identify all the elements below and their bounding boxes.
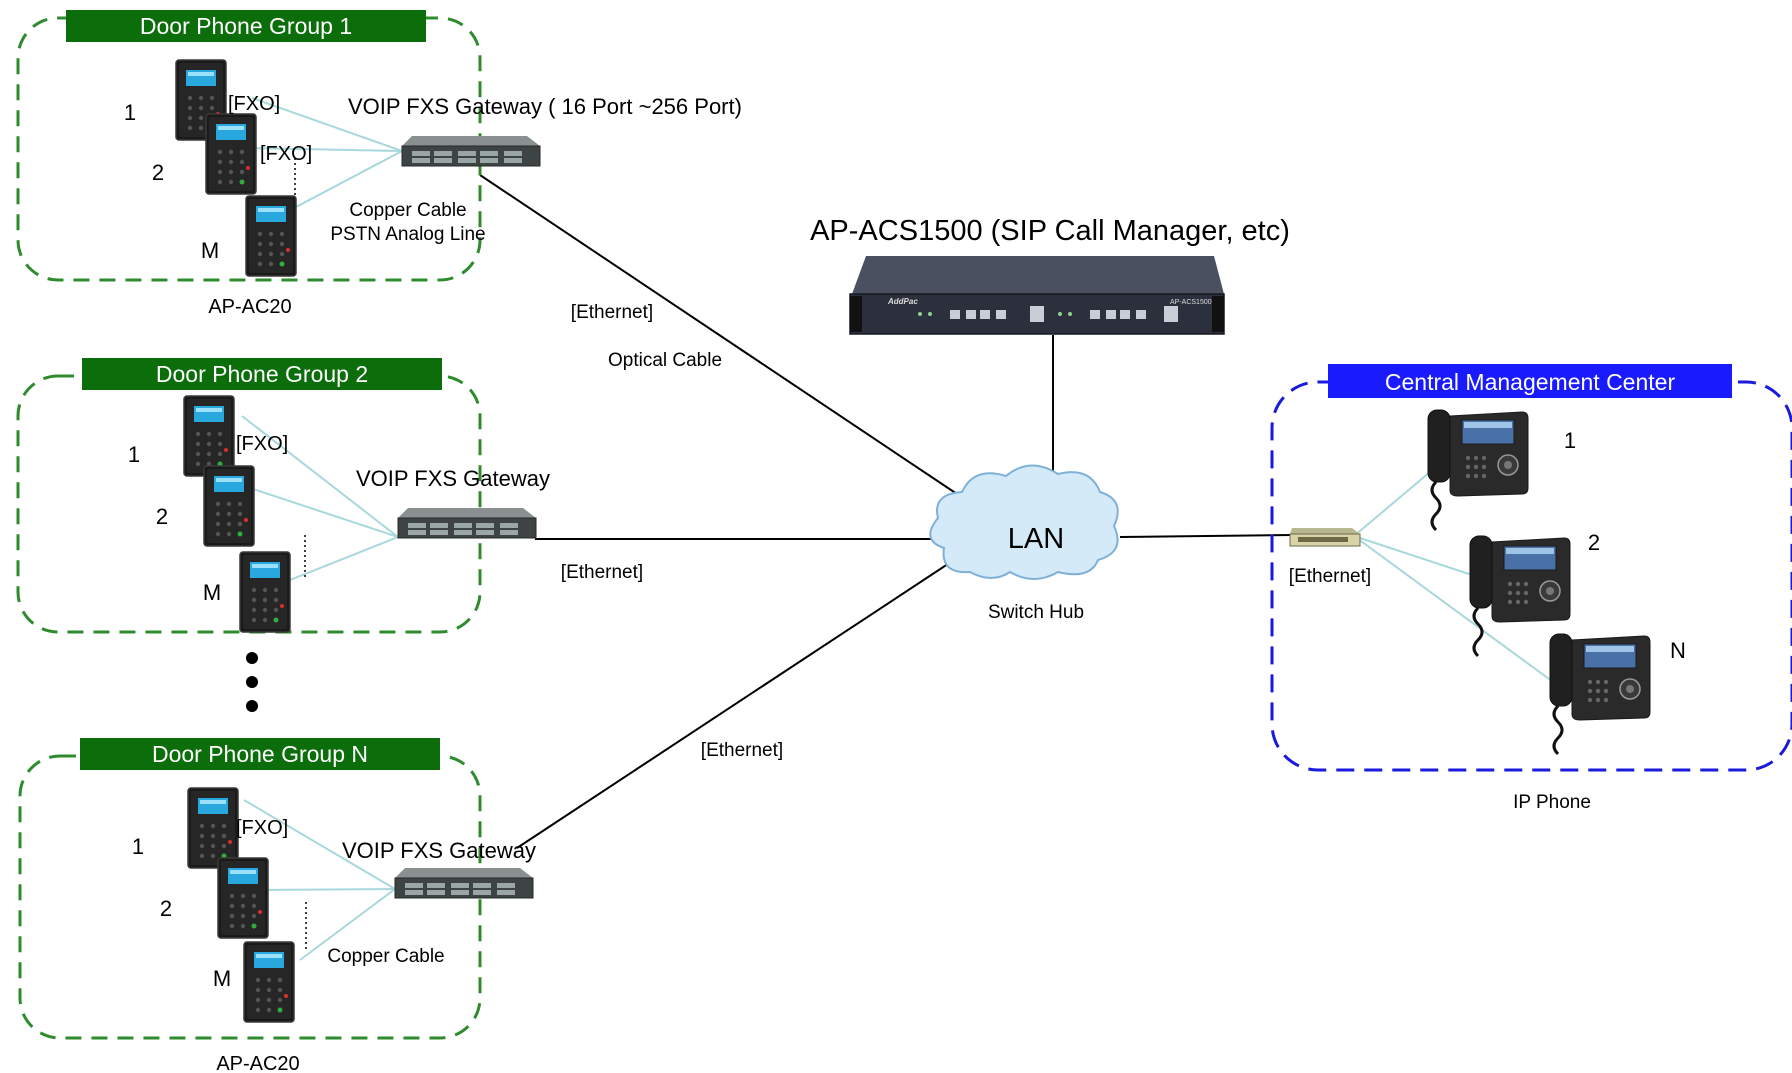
door-phone-group-2: Door Phone Group 2 1 2 M [FXO] VOIP FXS … [16, 358, 643, 634]
voip-gateway-icon [401, 135, 541, 167]
lan-cloud-icon [929, 464, 1119, 580]
ip-phone-icon [1548, 632, 1652, 756]
group-1-title: Door Phone Group 1 [140, 13, 352, 39]
fxo-label: [FXO] [260, 143, 312, 165]
device-label: AP-AC20 [208, 296, 291, 318]
cable-label: PSTN Analog Line [330, 224, 485, 245]
group-n-title-bar [80, 738, 440, 770]
voip-gateway-icon [397, 507, 537, 539]
door-phone-icon [183, 395, 235, 477]
gateway-label: VOIP FXS Gateway [356, 466, 550, 491]
ethernet-label: [Ethernet] [571, 302, 653, 323]
group-2-title: Door Phone Group 2 [156, 361, 368, 387]
center-title: Central Management Center [1385, 369, 1676, 395]
gateway-label: VOIP FXS Gateway ( 16 Port ~256 Port) [348, 94, 742, 119]
phone-number: 1 [132, 834, 144, 859]
ethernet-label: [Ethernet] [1289, 566, 1371, 587]
cable-label: Copper Cable [327, 946, 444, 967]
group-1-title-bar [66, 10, 426, 42]
device-label: AP-AC20 [216, 1053, 299, 1073]
voip-gateway-icon [394, 867, 534, 899]
link-groupn-lan [516, 555, 961, 849]
door-phone-icon [217, 857, 269, 939]
switch-hub-label: Switch Hub [988, 602, 1084, 623]
group-n-title: Door Phone Group N [152, 741, 368, 767]
door-phone-icon [245, 195, 297, 277]
gateway-label: VOIP FXS Gateway [342, 838, 536, 863]
link-lan-center [1119, 534, 1293, 538]
fxo-label: [FXO] [236, 817, 288, 839]
group-2-title-bar [82, 358, 442, 390]
ethernet-label: [Ethernet] [561, 562, 643, 583]
door-phone-icon [239, 551, 291, 633]
link-group1-lan [479, 174, 961, 497]
phone-number: 2 [152, 160, 164, 185]
cable-label: Copper Cable [349, 200, 466, 221]
ip-phone-number: 2 [1588, 530, 1600, 555]
ip-phone-label: IP Phone [1513, 792, 1591, 813]
phone-number: 1 [128, 442, 140, 467]
sip-call-manager-server: AP-ACS1500 (SIP Call Manager, etc) AddPa… [810, 215, 1290, 335]
ip-phone-number: 1 [1564, 428, 1576, 453]
server-label: AP-ACS1500 (SIP Call Manager, etc) [810, 215, 1290, 247]
lan-label: LAN [1008, 523, 1064, 555]
door-phone-icon [187, 787, 239, 869]
links [241, 97, 1565, 961]
door-phone-group-1: Door Phone Group 1 1 2 M [FXO] [FXO] VOI… [16, 10, 742, 371]
server-brand: AddPac [887, 297, 918, 306]
fxo-label: [FXO] [236, 433, 288, 455]
door-phone-group-n: Door Phone Group N 1 2 M [FXO] VOIP FXS … [18, 738, 783, 1073]
server-chassis-top [852, 256, 1224, 294]
phone-number: 2 [156, 504, 168, 529]
phone-number: 1 [124, 100, 136, 125]
door-phone-icon [243, 941, 295, 1023]
optical-cable-label: Optical Cable [608, 350, 722, 371]
ip-phone-number: N [1670, 638, 1686, 663]
phone-number: M [203, 580, 221, 605]
phone-number: M [201, 238, 219, 263]
door-phone-icon [205, 113, 257, 195]
more-groups-ellipsis [246, 652, 258, 712]
lan-switch-hub: LAN Switch Hub [929, 464, 1119, 623]
central-management-center: Central Management Center [Ethernet] 1 2… [1270, 364, 1792, 813]
ip-phone-icon [1426, 408, 1530, 532]
phone-number: 2 [160, 896, 172, 921]
door-phone-icon [203, 465, 255, 547]
server-model: AP-ACS1500 [1170, 299, 1212, 306]
ethernet-label: [Ethernet] [701, 740, 783, 761]
ethernet-switch-icon [1289, 528, 1361, 547]
phone-number: M [213, 966, 231, 991]
center-title-bar [1328, 364, 1732, 398]
fxo-label: [FXO] [228, 93, 280, 115]
